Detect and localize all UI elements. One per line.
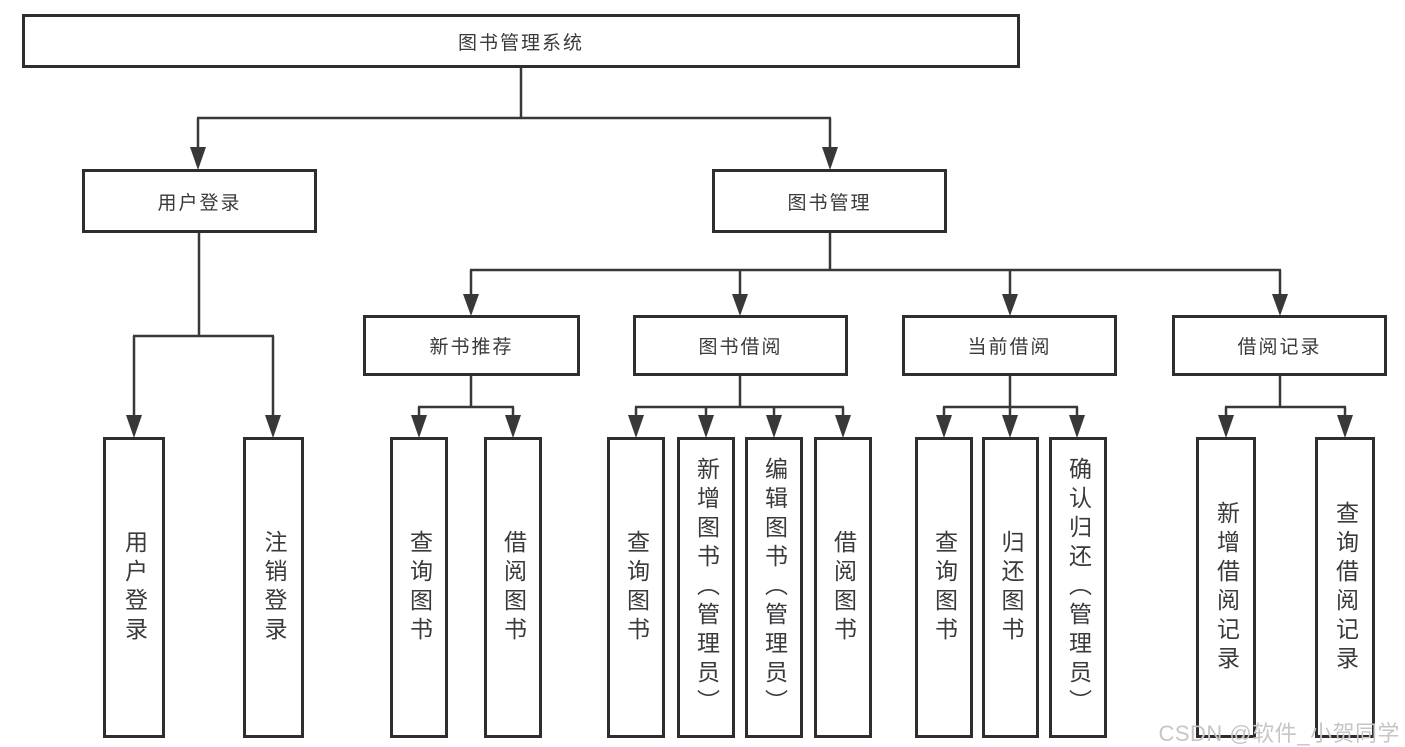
node-current-borrowing-label: 当前借阅 (967, 337, 1052, 358)
leaf-edit-books-admin-label: 编辑图书（管理员） (761, 457, 788, 718)
node-new-book-recommend-label: 新书推荐 (429, 337, 514, 358)
leaf-add-borrow-record-label: 新增借阅记录 (1213, 500, 1240, 675)
leaf-confirm-return-admin-label: 确认归还（管理员） (1065, 457, 1092, 718)
leaf-borrow-books-borrow: 借阅图书 (814, 437, 872, 738)
node-user-login: 用户登录 (82, 169, 317, 233)
leaf-borrow-books-newbook-label: 借阅图书 (500, 529, 527, 646)
leaf-add-books-admin: 新增图书（管理员） (677, 437, 735, 738)
leaf-query-books-newbook: 查询图书 (390, 437, 448, 738)
connector-userlogin-to-leaves (126, 233, 281, 438)
connector-root-to-level2 (190, 68, 838, 170)
leaf-query-borrow-record-label: 查询借阅记录 (1332, 500, 1359, 675)
node-book-borrowing: 图书借阅 (633, 315, 848, 376)
leaf-borrow-books-borrow-label: 借阅图书 (830, 529, 857, 646)
leaf-user-login-label: 用户登录 (121, 529, 148, 646)
node-library-system: 图书管理系统 (22, 14, 1020, 68)
leaf-logout-login: 注销登录 (243, 437, 304, 738)
node-borrowing-records: 借阅记录 (1172, 315, 1387, 376)
node-book-management-label: 图书管理 (787, 192, 872, 214)
node-current-borrowing: 当前借阅 (902, 315, 1117, 376)
connector-newbook-to-leaves (411, 376, 521, 438)
leaf-return-books: 归还图书 (982, 437, 1039, 738)
leaf-query-books-borrow-label: 查询图书 (623, 529, 650, 646)
leaf-confirm-return-admin: 确认归还（管理员） (1049, 437, 1107, 738)
leaf-logout-login-label: 注销登录 (261, 529, 287, 646)
node-library-system-label: 图书管理系统 (457, 32, 584, 54)
leaf-user-login: 用户登录 (103, 437, 165, 738)
connector-bookborrow-to-leaves (628, 376, 851, 438)
connector-bookmgmt-to-level3 (463, 233, 1288, 316)
node-book-management: 图书管理 (712, 169, 947, 233)
leaf-add-books-admin-label: 新增图书（管理员） (693, 457, 720, 718)
leaf-query-books-current-label: 查询图书 (931, 529, 958, 646)
leaf-query-books-newbook-label: 查询图书 (406, 529, 433, 646)
node-borrowing-records-label: 借阅记录 (1237, 337, 1322, 358)
connector-currentborrow-to-leaves (936, 376, 1085, 438)
connector-borrowrecord-to-leaves (1218, 376, 1353, 438)
node-user-login-label: 用户登录 (157, 192, 242, 214)
csdn-watermark: CSDN @软件_小贺同学 (1158, 721, 1400, 746)
leaf-query-books-current: 查询图书 (915, 437, 973, 738)
node-new-book-recommend: 新书推荐 (363, 315, 580, 376)
leaf-borrow-books-newbook: 借阅图书 (484, 437, 542, 738)
leaf-query-books-borrow: 查询图书 (607, 437, 665, 738)
node-book-borrowing-label: 图书借阅 (698, 337, 783, 358)
leaf-edit-books-admin: 编辑图书（管理员） (745, 437, 803, 738)
leaf-return-books-label: 归还图书 (998, 529, 1024, 646)
leaf-query-borrow-record: 查询借阅记录 (1315, 437, 1375, 738)
leaf-add-borrow-record: 新增借阅记录 (1196, 437, 1256, 738)
